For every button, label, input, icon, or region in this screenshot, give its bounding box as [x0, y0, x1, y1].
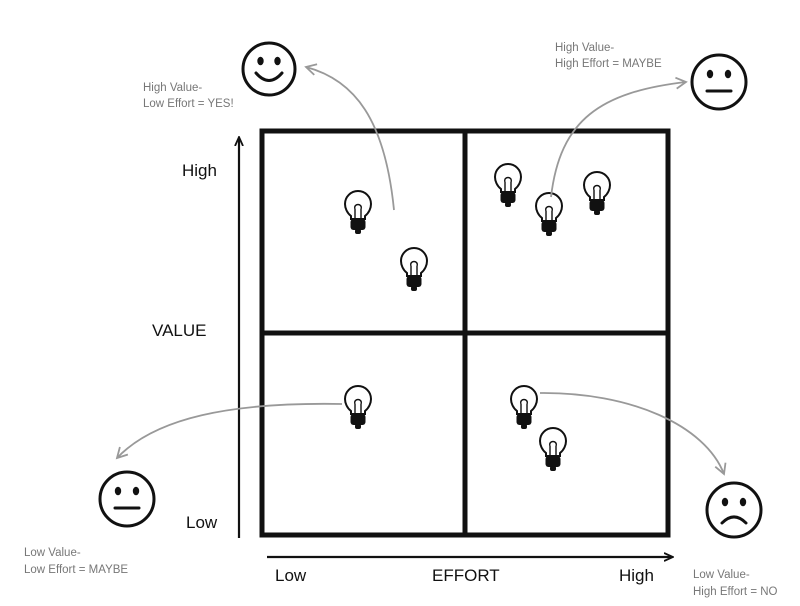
callout-arrow-bottom-right: [539, 392, 727, 476]
idea-bulb-icon: [535, 192, 563, 237]
idea-bulb-icon: [583, 171, 611, 216]
sad-face-icon: [705, 481, 763, 539]
neutral-face-icon: [98, 470, 156, 528]
callout-arrow-bottom-left: [115, 402, 343, 460]
callout-bottom-left-line2: Low Effort = MAYBE: [24, 564, 128, 576]
idea-bulb-icon: [400, 247, 428, 292]
quadrant-low-value-high-effort: [510, 385, 567, 472]
idea-bulb-icon: [510, 385, 538, 430]
callout-top-left-line2: Low Effort = YES!: [143, 98, 234, 110]
quadrant-high-value-high-effort: [494, 163, 611, 237]
idea-bulb-icon: [494, 163, 522, 208]
callout-bottom-right-line2: High Effort = NO: [693, 586, 778, 598]
quadrant-high-value-low-effort: [344, 190, 428, 292]
callout-top-right-line2: High Effort = MAYBE: [555, 58, 662, 70]
effort-axis-low-label: Low: [275, 566, 307, 585]
value-axis-title: VALUE: [152, 321, 207, 340]
effort-axis-high-label: High: [619, 566, 654, 585]
idea-bulb-icon: [539, 427, 567, 472]
callout-arrow-top-right: [550, 76, 688, 198]
callout-top-right-line1: High Value-: [555, 42, 614, 54]
callout-arrow-top-left: [304, 63, 395, 211]
callout-top-left-line1: High Value-: [143, 82, 202, 94]
value-axis-low-label: Low: [186, 513, 218, 532]
callout-bottom-left-line1: Low Value-: [24, 547, 81, 559]
idea-bulb-icon: [344, 385, 372, 430]
idea-bulb-icon: [344, 190, 372, 235]
callout-bottom-right-line1: Low Value-: [693, 569, 750, 581]
neutral-face-icon: [690, 53, 748, 111]
quadrant-low-value-low-effort: [344, 385, 372, 430]
value-axis-high-label: High: [182, 161, 217, 180]
smiley-face-icon: [241, 41, 297, 97]
effort-axis-title: EFFORT: [432, 566, 500, 585]
